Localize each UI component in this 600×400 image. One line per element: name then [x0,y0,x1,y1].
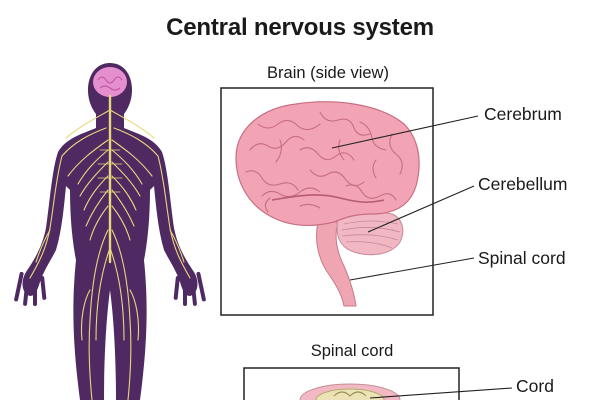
cerebellum [336,211,404,256]
brain-illustration [235,101,420,307]
diagram-title: Central nervous system [166,14,434,41]
lateral-sulcus [271,194,385,203]
brainstem-spinal-cord [316,221,357,307]
label-cord: Cord [516,376,554,396]
label-cerebellum: Cerebellum [478,174,568,194]
head-brain-folds [97,76,123,91]
label-cerebrum: Cerebrum [484,104,562,124]
brain-panel-heading: Brain (side view) [267,64,389,82]
leader-spinal-cord [349,257,475,281]
leader-cord [369,387,513,399]
label-spinal-cord: Spinal cord [478,248,566,268]
nerve-network [29,94,191,400]
human-figure [14,63,206,400]
spinal-cord-illustration [299,383,401,400]
cerebrum-folds [245,111,403,213]
leader-lines [331,115,513,399]
cerebellum-striations [341,220,401,249]
head-brain [93,67,127,97]
leader-cerebrum [331,115,479,149]
spinal-panel-heading: Spinal cord [310,342,394,360]
leader-cerebellum [367,185,475,233]
hand-fingers [14,271,206,306]
